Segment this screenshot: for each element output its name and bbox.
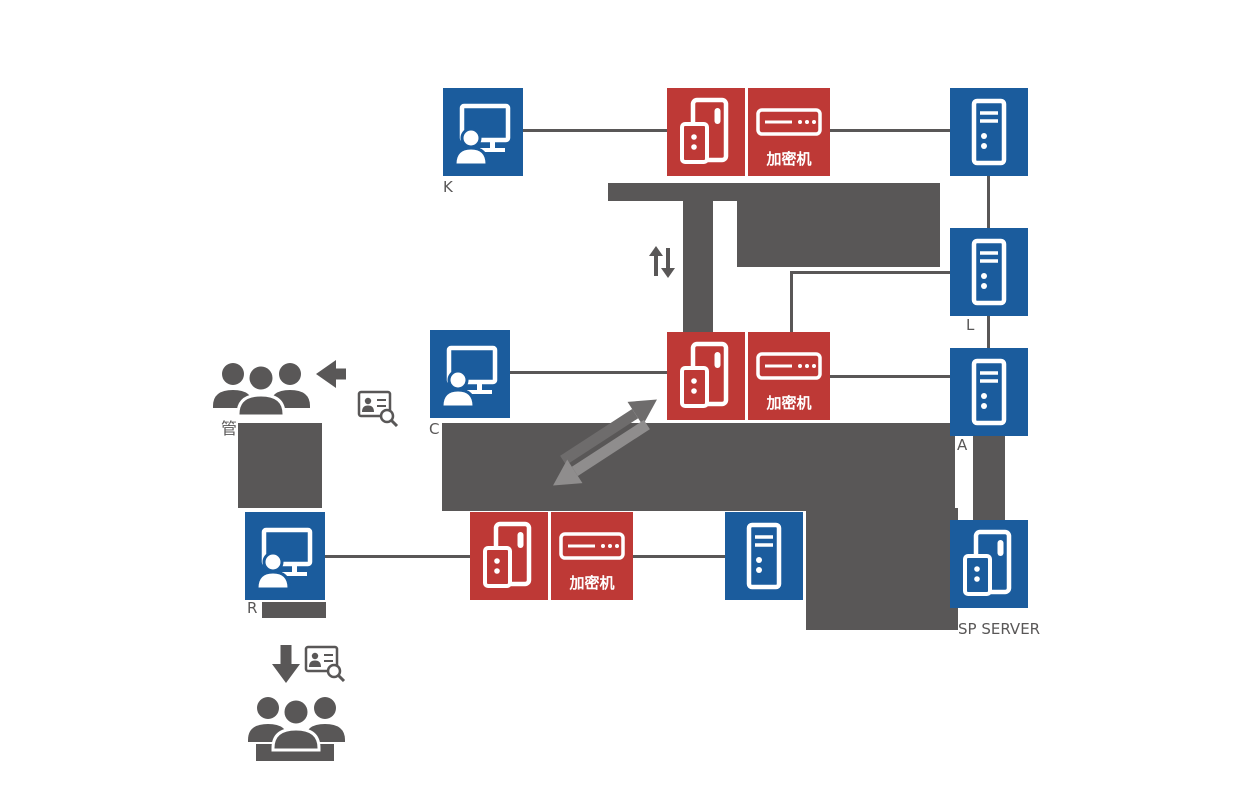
- dual-server-icon: [963, 529, 1012, 596]
- people-group-icon: [248, 697, 345, 752]
- ldap-server-label: L: [966, 316, 975, 334]
- ldap-server-icon: [950, 228, 1028, 316]
- ocsp-server-icon: [950, 520, 1028, 608]
- ra-admin-terminal-icon: [245, 512, 325, 600]
- diagonal-arrow-up-icon: [555, 387, 665, 473]
- certificate-review-icon: [304, 640, 346, 682]
- redaction-block: [608, 183, 940, 201]
- ra-encryptor-icon: 加密机: [551, 512, 633, 600]
- certificate-review-icon: [357, 385, 399, 427]
- connector-line: [830, 129, 950, 132]
- ca-db-server-label: A: [957, 436, 968, 454]
- ra-db-server-icon: [725, 512, 803, 600]
- connector-line: [510, 371, 667, 374]
- redaction-block: [238, 423, 322, 508]
- ocsp-server-label: SP SERVER: [958, 620, 1041, 638]
- dual-server-icon: [680, 341, 729, 408]
- ca-encryptor-icon: 加密机: [748, 332, 830, 420]
- redaction-block: [442, 423, 955, 511]
- dual-server-icon: [680, 97, 729, 164]
- admin-group-label: 管: [221, 419, 238, 438]
- encryption-appliance-icon: [559, 532, 625, 560]
- person-at-monitor-icon: [255, 527, 313, 591]
- db-server-icon: [950, 88, 1028, 176]
- km-server-icon: [667, 88, 745, 176]
- left-arrow-icon: [316, 360, 346, 388]
- ca-admin-terminal-icon: [430, 330, 510, 418]
- ca-admin-terminal-label: C: [429, 420, 440, 438]
- ca-server-icon: [667, 332, 745, 420]
- connector-line: [987, 176, 990, 228]
- connector-line: [523, 129, 667, 132]
- connector-line: [790, 271, 950, 274]
- down-arrow-icon: [272, 645, 300, 683]
- ra-server-icon: [470, 512, 548, 600]
- connector-line: [830, 375, 950, 378]
- km-admin-terminal-icon: [443, 88, 523, 176]
- tower-server-icon: [971, 358, 1007, 426]
- redaction-block: [262, 602, 326, 618]
- person-at-monitor-icon: [440, 345, 498, 409]
- people-group-icon: [213, 363, 310, 418]
- connector-line: [325, 555, 470, 558]
- user-group-icon: [243, 690, 351, 754]
- connector-line: [987, 316, 990, 348]
- connector-line: [790, 271, 793, 332]
- encryptor-label: 加密机: [569, 574, 615, 592]
- encryptor-label: 加密机: [766, 150, 812, 168]
- thick-connector: [973, 436, 1005, 522]
- dual-server-icon: [483, 521, 532, 588]
- ca-db-server-icon: [950, 348, 1028, 436]
- up-down-exchange-icon: [648, 246, 676, 278]
- redaction-block: [806, 508, 958, 630]
- tower-server-icon: [971, 238, 1007, 306]
- diagonal-arrow-down-icon: [545, 412, 655, 498]
- tower-server-icon: [746, 522, 782, 590]
- redaction-block: [737, 201, 940, 267]
- km-encryptor-icon: 加密机: [748, 88, 830, 176]
- ra-admin-terminal-label: R: [247, 599, 258, 617]
- admin-group-icon: [208, 356, 316, 420]
- encryption-appliance-icon: [756, 108, 822, 136]
- tower-server-icon: [971, 98, 1007, 166]
- person-at-monitor-icon: [453, 103, 511, 167]
- connector-line: [633, 555, 725, 558]
- thick-connector: [683, 201, 713, 332]
- encryption-appliance-icon: [756, 352, 822, 380]
- encryptor-label: 加密机: [766, 394, 812, 412]
- km-admin-terminal-label: K: [443, 178, 453, 196]
